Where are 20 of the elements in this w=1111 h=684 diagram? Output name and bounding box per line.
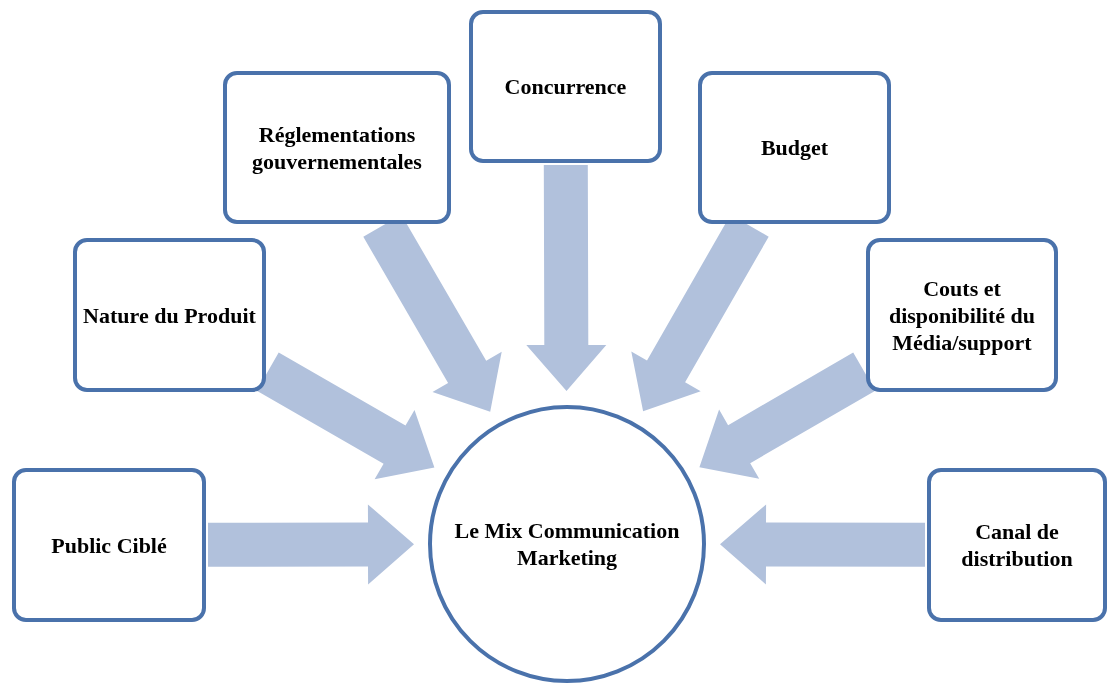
node-label: Canal de distribution — [960, 518, 1074, 572]
node-label: Concurrence — [504, 73, 627, 100]
factor-box — [223, 71, 451, 224]
factor-box — [927, 468, 1107, 622]
block-arrow — [256, 352, 435, 480]
factor-box — [698, 71, 891, 224]
block-arrow — [526, 164, 607, 391]
block-arrow — [208, 504, 414, 585]
factor-box — [12, 468, 206, 622]
node-label: Le Mix Communication Marketing — [453, 517, 681, 571]
block-arrow — [699, 352, 876, 479]
node-label: Nature du Produit — [83, 301, 256, 329]
node-label: Public Ciblé — [51, 531, 167, 559]
block-arrow — [720, 504, 925, 585]
node-label: Réglementations gouvernementales — [251, 120, 423, 175]
node-label: Couts et disponibilité du Média/support — [887, 274, 1037, 356]
factor-box — [469, 10, 662, 163]
factor-box — [866, 238, 1058, 392]
factor-box — [73, 238, 266, 392]
node-label: Budget — [760, 134, 829, 161]
